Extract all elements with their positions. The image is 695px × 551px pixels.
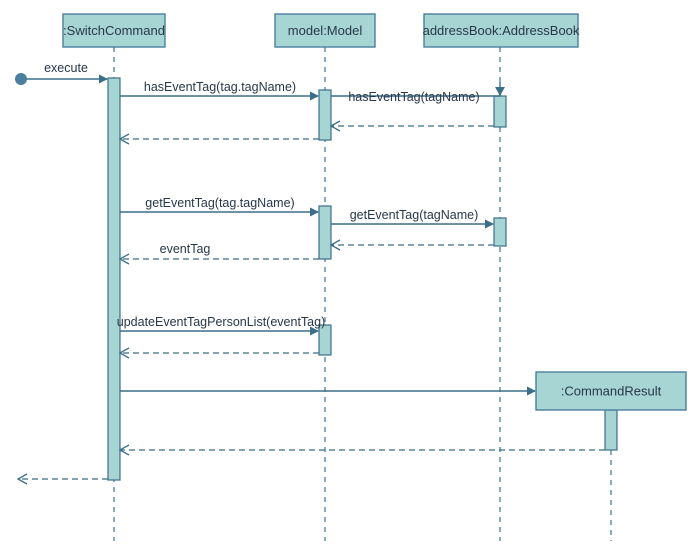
arrow-head-open-icon	[118, 253, 130, 265]
activation-bar	[493, 95, 507, 128]
arrow-head-filled-icon	[310, 207, 319, 217]
participant-commandResult[interactable]: :CommandResult	[535, 371, 687, 411]
arrow-head-open-icon	[118, 444, 130, 456]
participant-box[interactable]	[62, 13, 166, 48]
message-msg-updateeventtagpersonlist: updateEventTagPersonList(eventTag)	[117, 315, 325, 336]
arrow-head-filled-icon	[99, 74, 108, 84]
arrow-head-open-icon	[118, 347, 130, 359]
participants-layer: :SwitchCommand model:Model addressBook:Add…	[62, 13, 687, 411]
message-msg-return-model-3	[118, 347, 319, 359]
activation-bar	[107, 77, 121, 481]
participant-box[interactable]	[423, 13, 579, 48]
activation-bar	[318, 324, 332, 356]
arrow-head-open-icon	[118, 133, 130, 145]
message-label: getEventTag(tagName)	[350, 208, 479, 222]
message-msg-create-commandresult	[120, 386, 536, 396]
participant-box[interactable]	[535, 371, 687, 411]
message-msg-geteventtag-model: getEventTag(tag.tagName)	[120, 196, 319, 217]
participant-box[interactable]	[274, 13, 376, 48]
arrow-head-open-icon	[329, 239, 341, 251]
message-msg-return-addressbook-2	[329, 239, 494, 251]
participant-addressBook[interactable]: addressBook:AddressBook	[423, 13, 580, 48]
message-label: hasEventTag(tagName)	[348, 90, 479, 104]
message-msg-haseventtag-addressbook: hasEventTag(tagName)	[331, 82, 505, 104]
participant-label: addressBook:AddressBook	[423, 23, 580, 38]
activation-bar	[318, 205, 332, 260]
message-label: hasEventTag(tag.tagName)	[144, 80, 296, 94]
arrow-head-open-icon	[16, 473, 28, 485]
message-msg-return-execute	[16, 473, 108, 485]
activation-bar	[493, 217, 507, 247]
arrow-head-filled-icon	[310, 91, 319, 101]
lifelines-layer	[113, 47, 612, 541]
message-label: updateEventTagPersonList(eventTag)	[117, 315, 325, 329]
arrow-head-filled-icon	[527, 386, 536, 396]
message-msg-haseventtag-model: hasEventTag(tag.tagName)	[120, 80, 319, 101]
message-msg-execute: execute	[15, 61, 108, 85]
participant-label: model:Model	[288, 23, 363, 38]
participant-label: :CommandResult	[561, 383, 662, 398]
message-label: execute	[44, 61, 88, 75]
message-msg-return-addressbook-1	[329, 120, 494, 132]
message-label: getEventTag(tag.tagName)	[145, 196, 294, 210]
participant-switchCommand[interactable]: :SwitchCommand	[62, 13, 166, 48]
arrow-head-down-icon	[495, 87, 505, 96]
participant-label: :SwitchCommand	[63, 23, 165, 38]
message-msg-return-model-1	[118, 133, 319, 145]
arrow-head-filled-icon	[310, 326, 319, 336]
arrow-head-filled-icon	[485, 219, 494, 229]
message-msg-return-commandresult	[118, 444, 605, 456]
found-message-dot	[15, 73, 27, 85]
participant-model[interactable]: model:Model	[274, 13, 376, 48]
message-msg-geteventtag-addressbook: getEventTag(tagName)	[331, 208, 494, 229]
messages-layer: execute hasEventTag(tag.tagName) hasEventT…	[15, 61, 605, 485]
activation-bar	[318, 89, 332, 141]
activation-bar	[604, 409, 618, 451]
message-msg-return-eventtag: eventTag	[118, 242, 319, 265]
arrow-head-open-icon	[329, 120, 341, 132]
activations-layer	[107, 77, 618, 481]
message-label: eventTag	[160, 242, 211, 256]
